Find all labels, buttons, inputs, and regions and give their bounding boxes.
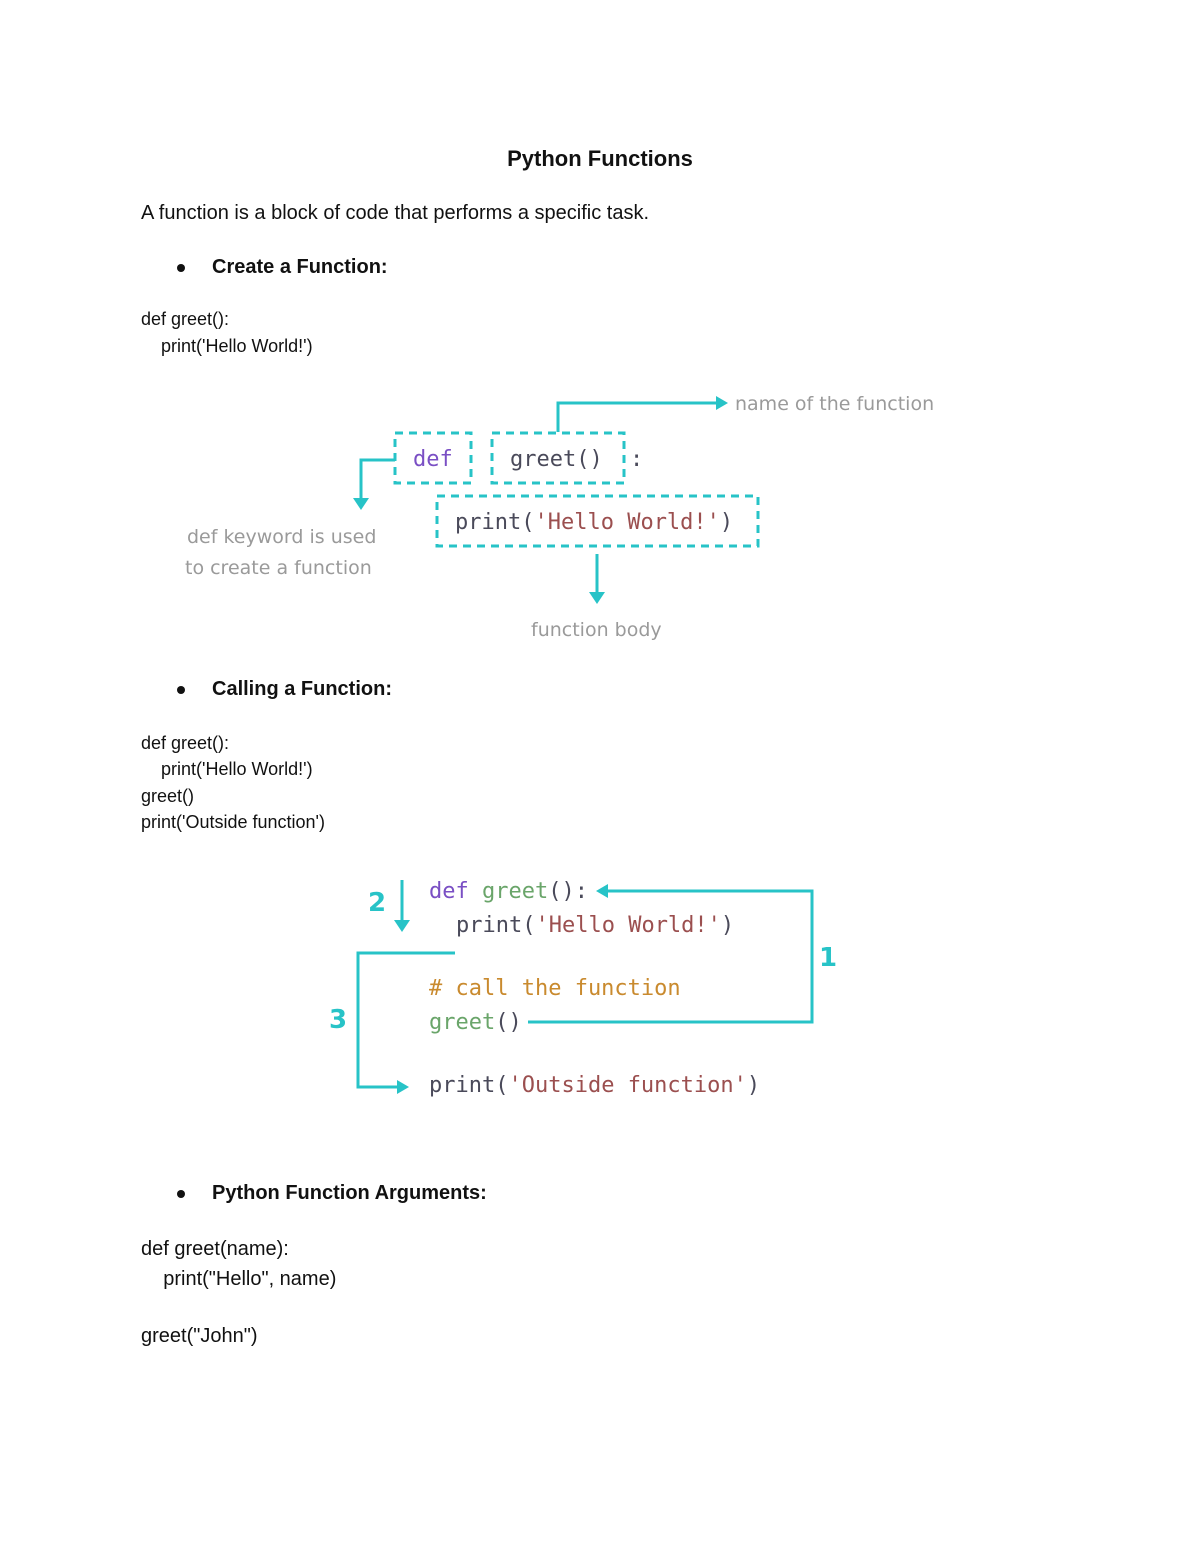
function-body-text: print('Hello World!') (455, 510, 733, 535)
arrow-head-icon (596, 884, 608, 898)
code-line: def greet(): (141, 733, 230, 753)
arrow-head-icon (589, 592, 605, 604)
function-call-flow-diagram: 2 def greet(): print('Hello World!') 1 #… (329, 879, 837, 1098)
bullet-icon (177, 264, 185, 272)
def-keyword-box (393, 431, 473, 485)
code-line: print('Hello World!') (141, 759, 313, 779)
colon-text: : (630, 447, 643, 472)
arrow-head-icon (397, 1080, 409, 1094)
bullet-icon (177, 686, 185, 694)
step-1-arrow-line (528, 889, 814, 1024)
code-line: greet("John") (141, 1325, 258, 1347)
step-3-label: 3 (329, 1005, 347, 1035)
name-arrow-line (556, 401, 718, 432)
function-anatomy-diagram: name of the function def greet() : def k… (185, 393, 934, 641)
code-line: print('Outside function') (141, 812, 325, 832)
code-def-greet: def greet(): (429, 879, 588, 904)
code-comment: # call the function (429, 976, 681, 1001)
bullet-icon (177, 1190, 185, 1198)
arrow-head-icon (394, 920, 410, 932)
step-3-arrow-line (356, 951, 455, 1089)
def-arrow-line (359, 458, 395, 500)
arrow-head-icon (353, 498, 369, 510)
code-print-outside: print('Outside function') (429, 1073, 760, 1098)
step-2-label: 2 (368, 888, 386, 918)
code-line: print("Hello", name) (141, 1268, 337, 1290)
label-def-keyword-line2: to create a function (185, 557, 372, 579)
function-name-box (490, 431, 626, 485)
code-line: def greet(): (141, 309, 230, 329)
section-heading-create: Create a Function: (212, 256, 388, 278)
function-body-box (435, 494, 760, 548)
section-heading-arguments: Python Function Arguments: (212, 1182, 487, 1204)
arrow-head-icon (716, 396, 728, 410)
step-1-label: 1 (819, 943, 837, 973)
intro-paragraph: A function is a block of code that perfo… (141, 202, 650, 224)
section-heading-calling: Calling a Function: (212, 678, 392, 700)
code-print-hello: print('Hello World!') (456, 913, 734, 938)
label-function-name: name of the function (735, 393, 934, 415)
function-name-text: greet() (510, 447, 603, 472)
code-greet-call: greet() (429, 1010, 522, 1035)
page-title: Python Functions (507, 146, 693, 171)
def-keyword-text: def (413, 447, 453, 472)
code-line: greet() (141, 786, 195, 806)
label-def-keyword-line1: def keyword is used (187, 526, 376, 548)
label-function-body: function body (531, 619, 662, 641)
code-line: print('Hello World!') (141, 336, 313, 356)
code-line: def greet(name): (141, 1238, 289, 1260)
